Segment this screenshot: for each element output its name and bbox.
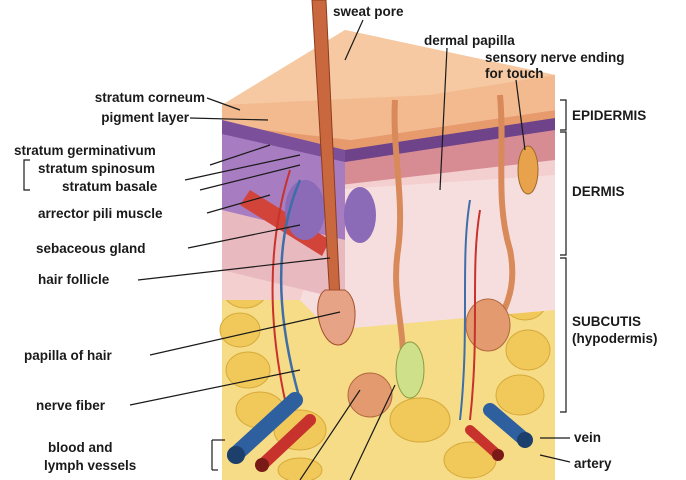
label-stratum-spinosum: stratum spinosum — [38, 161, 156, 176]
label-blood-lymph-1: blood and — [48, 440, 113, 455]
label-sensory-nerve-1: sensory nerve ending — [485, 50, 625, 65]
cut-vessels-right — [465, 403, 533, 461]
label-stratum-germinativum: stratum germinativum — [14, 143, 156, 158]
label-sweat-pore: sweat pore — [333, 4, 404, 19]
label-nerve-fiber: nerve fiber — [36, 398, 106, 413]
label-dermal-papilla: dermal papilla — [424, 33, 515, 48]
leader-lines — [23, 19, 571, 480]
label-vein: vein — [574, 430, 602, 445]
sensory-corpuscle — [517, 145, 539, 195]
sweat-duct — [391, 99, 406, 381]
label-epidermis: EPIDERMIS — [572, 108, 647, 123]
label-stratum-basale: stratum basale — [62, 179, 158, 194]
label-arrector-pili: arrector pili muscle — [38, 206, 163, 221]
label-pigment-layer: pigment layer — [101, 110, 189, 125]
label-sensory-nerve-2: for touch — [485, 66, 544, 81]
label-sebaceous-gland: sebaceous gland — [36, 241, 146, 256]
vessel-blue-2 — [459, 199, 471, 421]
label-subcutis-1: SUBCUTIS — [572, 314, 642, 329]
cut-vessels-left — [227, 392, 316, 472]
label-papilla-of-hair: papilla of hair — [24, 348, 112, 363]
sweat-gland-coil — [465, 298, 511, 352]
hair-shaft — [311, 0, 356, 346]
label-blood-lymph-2: lymph vessels — [44, 458, 137, 473]
epidermis-layer — [222, 30, 555, 150]
label-stratum-corneum: stratum corneum — [94, 90, 205, 105]
vessel-red — [271, 169, 291, 401]
label-artery: artery — [574, 456, 612, 471]
vessel-red-2 — [469, 209, 481, 421]
sweat-gland-coil-2 — [347, 372, 393, 418]
pacinian-corpuscle — [395, 341, 425, 399]
label-dermis: DERMIS — [572, 184, 625, 199]
vessel-blue — [279, 179, 302, 401]
label-subcutis-2: (hypodermis) — [572, 331, 658, 346]
label-hair-follicle: hair follicle — [38, 272, 110, 287]
